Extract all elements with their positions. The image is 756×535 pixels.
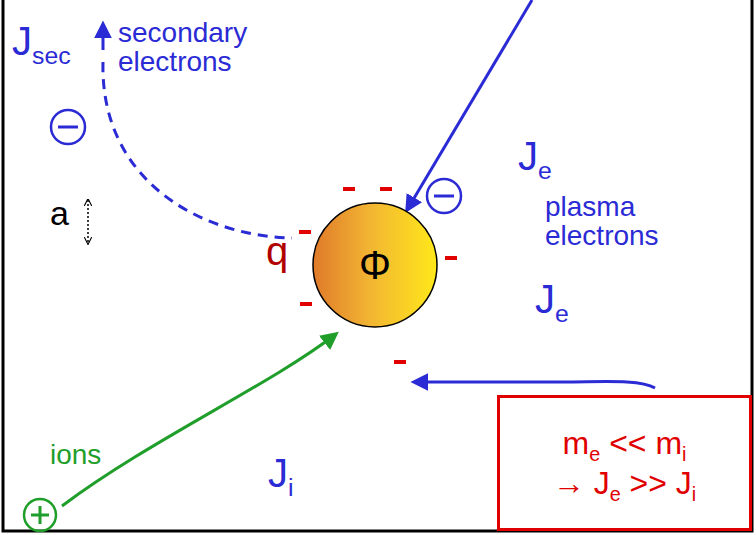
electron-symbol xyxy=(427,179,461,213)
size-arrow xyxy=(87,200,89,243)
frame xyxy=(3,0,752,531)
subscript: i xyxy=(682,443,686,465)
up-arrow xyxy=(102,24,105,50)
flux-symbol: Ji xyxy=(268,452,294,494)
electron-flux-arrow xyxy=(407,0,532,210)
subscript: i xyxy=(692,483,696,505)
subscript: e xyxy=(589,443,600,465)
particle-label: ions xyxy=(50,440,101,469)
electron-symbol xyxy=(51,110,85,144)
dust-grain: Φ xyxy=(310,200,440,330)
particle-label: secondary electrons xyxy=(118,18,278,77)
subscript: i xyxy=(288,474,294,501)
potential-symbol: Φ xyxy=(359,240,391,290)
surface-charges xyxy=(299,189,457,362)
note-line: me << mi xyxy=(563,423,687,463)
note-box: me << mi→ Je >> Ji xyxy=(497,395,752,531)
ion-flux-arrow xyxy=(62,334,336,506)
flux-symbol: Jsec xyxy=(12,20,71,62)
radius-label: a xyxy=(50,196,69,232)
subscript: sec xyxy=(32,42,71,69)
flux-symbol: Je xyxy=(535,278,569,320)
secondary-path xyxy=(103,62,292,238)
subscript: e xyxy=(610,483,621,505)
particle-label: plasma electrons xyxy=(545,192,695,251)
note-line: → Je >> Ji xyxy=(553,463,696,503)
subscript: e xyxy=(555,300,569,327)
ion-symbol xyxy=(24,499,56,531)
electron-flux-arrow xyxy=(414,382,655,388)
flux-symbol: Je xyxy=(518,135,552,177)
subscript: e xyxy=(538,157,552,184)
charge-label: q xyxy=(266,230,288,272)
